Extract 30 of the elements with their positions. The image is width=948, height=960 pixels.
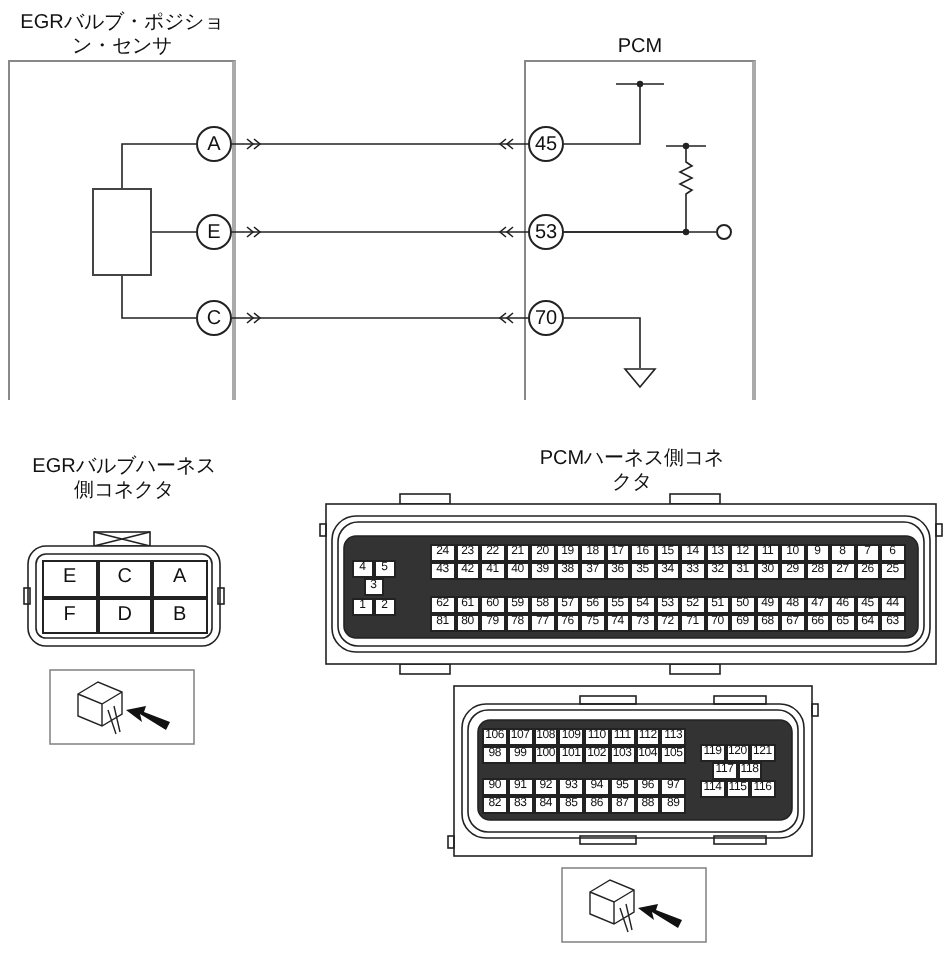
supply-bar-symbol [616,80,664,90]
wire [231,226,529,238]
terminal-circle [716,224,732,240]
wire [563,89,641,145]
connector-title: PCMハーネス側コネクタ [537,448,727,496]
component-title: PCM [615,34,665,60]
terminal-pin: E [196,214,232,250]
terminal-pin: A [196,126,232,162]
wire [121,143,197,189]
terminal-letter: A [152,560,207,597]
terminal-letter: C [97,560,152,597]
terminal-pin: 53 [528,214,564,250]
terminal-letter: D [97,597,152,634]
connector-title: EGRバルブハーネス側コネクタ [32,456,216,504]
resistor-symbol [666,142,706,214]
wire [231,138,529,150]
terminal-letter: E [42,560,97,597]
wire [231,312,529,324]
wire [563,317,641,369]
ground-symbol [624,368,656,388]
terminal-pin: 45 [528,126,564,162]
terminal-pin: 70 [528,300,564,336]
wire [151,231,197,233]
terminal-pin: C [196,300,232,336]
sensor-element [92,188,152,276]
terminal-letter: B [152,597,207,634]
wire [121,275,197,319]
wire [563,213,687,233]
component-title: EGRバルブ・ポジション・センサ [18,9,226,60]
terminal-letter: F [42,597,97,634]
